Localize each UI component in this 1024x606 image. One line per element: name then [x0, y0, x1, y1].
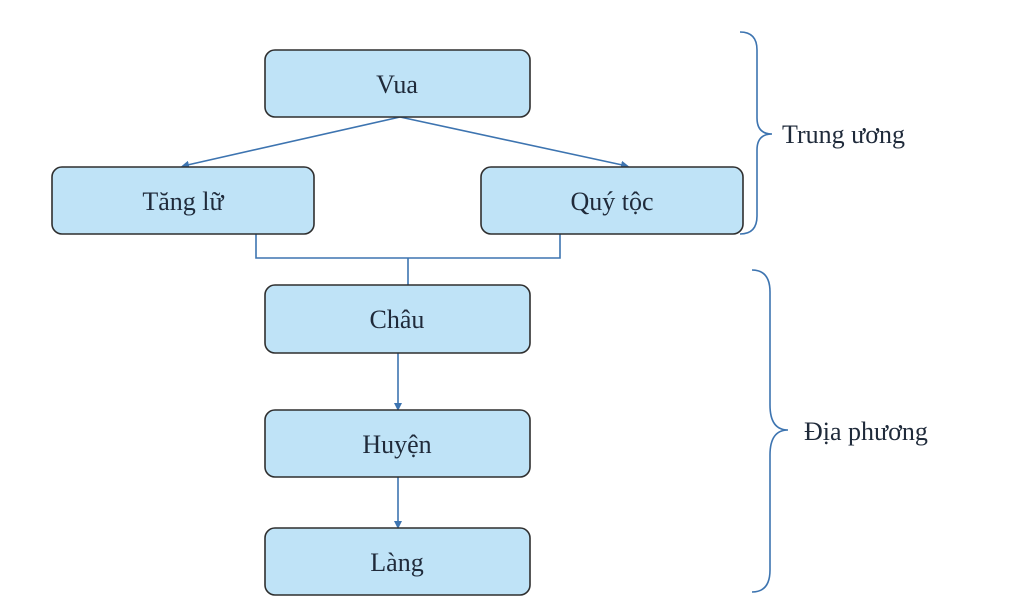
node-huyen-label: Huyện [362, 430, 431, 459]
node-tang-lu-label: Tăng lữ [142, 187, 224, 216]
node-chau: Châu [264, 284, 531, 354]
node-vua: Vua [264, 49, 531, 118]
node-quy-toc: Quý tộc [480, 166, 744, 235]
brace-local [751, 269, 789, 593]
group-label-central: Trung ương [782, 120, 905, 149]
node-quy-toc-label: Quý tộc [570, 187, 653, 216]
connector-to-chau [255, 234, 561, 285]
node-chau-label: Châu [370, 305, 425, 334]
edge-vua-tang-lu [181, 116, 401, 169]
node-lang-label: Làng [370, 548, 423, 577]
brace-central [739, 31, 773, 235]
node-tang-lu: Tăng lữ [51, 166, 315, 235]
edge-vua-quy-toc [399, 116, 629, 169]
node-lang: Làng [264, 527, 531, 596]
node-huyen: Huyện [264, 409, 531, 478]
node-vua-label: Vua [376, 70, 418, 99]
group-label-local: Địa phương [804, 417, 928, 446]
